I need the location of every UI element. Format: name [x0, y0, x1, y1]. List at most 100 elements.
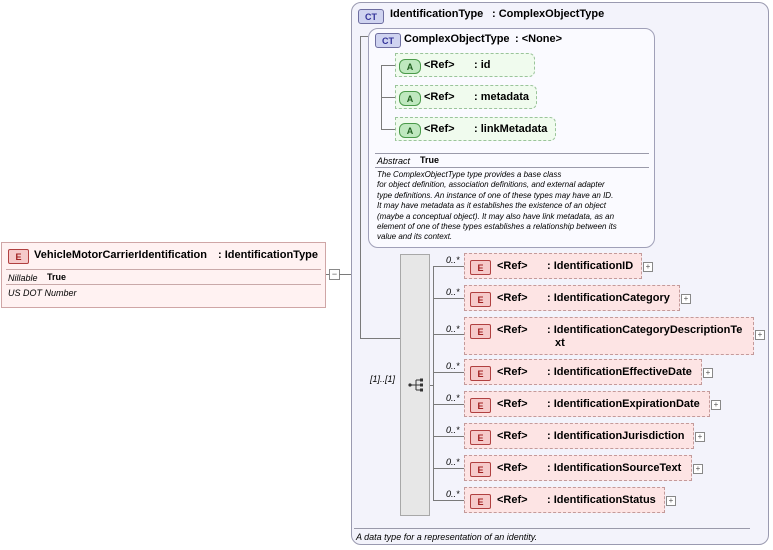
sequence-cardinality: [1]..[1]: [370, 374, 396, 384]
nillable-value: True: [47, 272, 67, 282]
element-badge-icon: E: [470, 292, 491, 307]
element-name: : IdentificationExpirationDate: [547, 398, 700, 410]
outer-type-name: IdentificationType: [390, 8, 484, 20]
element-identification-id[interactable]: E <Ref> : IdentificationID: [464, 253, 642, 279]
root-element-box[interactable]: E VehicleMotorCarrierIdentification : Id…: [1, 242, 326, 308]
complex-object-type-box: CT ComplexObjectType : <None> A <Ref> : …: [368, 28, 655, 248]
root-element-name: VehicleMotorCarrierIdentification: [34, 249, 207, 261]
element-name-wrap: xt: [555, 337, 565, 349]
element-identification-category[interactable]: E <Ref> : IdentificationCategory: [464, 285, 680, 311]
element-identification-source-text[interactable]: E <Ref> : IdentificationSourceText: [464, 455, 692, 481]
plus-icon[interactable]: +: [681, 294, 691, 304]
root-element-type: : IdentificationType: [218, 249, 319, 261]
divider: [354, 528, 750, 529]
element-badge-icon: E: [470, 260, 491, 275]
attribute-ref: <Ref>: [424, 91, 455, 103]
root-element-doc: US DOT Number: [8, 288, 77, 298]
connector-line: [433, 500, 464, 501]
outer-type-base: : ComplexObjectType: [492, 8, 605, 20]
plus-icon[interactable]: +: [666, 496, 676, 506]
element-identification-expiration-date[interactable]: E <Ref> : IdentificationExpirationDate: [464, 391, 710, 417]
element-badge-icon: E: [470, 494, 491, 509]
connector-line: [433, 404, 464, 405]
abstract-value: True: [420, 155, 440, 165]
element-cardinality: 0..*: [446, 393, 460, 403]
attribute-ref: <Ref>: [424, 123, 455, 135]
element-badge-icon: E: [8, 249, 29, 264]
element-cardinality: 0..*: [446, 287, 460, 297]
connector-line: [433, 436, 464, 437]
doc-line: for object definition, association defin…: [377, 180, 605, 190]
element-ref: <Ref>: [497, 324, 528, 336]
doc-line: The ComplexObjectType type provides a ba…: [377, 170, 562, 179]
connector-line: [360, 36, 361, 338]
connector-line: [381, 129, 395, 130]
inner-type-base: : <None>: [515, 33, 563, 45]
nillable-label: Nillable: [8, 273, 38, 283]
sequence-compositor-icon: [408, 378, 423, 392]
connector-line: [326, 274, 329, 275]
divider: [6, 269, 321, 270]
element-name: : IdentificationCategory: [547, 292, 670, 304]
connector-line: [360, 36, 368, 37]
element-identification-status[interactable]: E <Ref> : IdentificationStatus: [464, 487, 665, 513]
plus-icon[interactable]: +: [693, 464, 703, 474]
connector-line: [433, 266, 434, 501]
element-cardinality: 0..*: [446, 489, 460, 499]
connector-line: [381, 65, 395, 66]
element-identification-jurisdiction[interactable]: E <Ref> : IdentificationJurisdiction: [464, 423, 694, 449]
element-ref: <Ref>: [497, 494, 528, 506]
element-cardinality: 0..*: [446, 425, 460, 435]
element-ref: <Ref>: [497, 462, 528, 474]
plus-icon[interactable]: +: [711, 400, 721, 410]
plus-icon[interactable]: +: [755, 330, 765, 340]
attribute-link-metadata[interactable]: A <Ref> : linkMetadata: [395, 117, 556, 141]
element-identification-effective-date[interactable]: E <Ref> : IdentificationEffectiveDate: [464, 359, 702, 385]
plus-icon[interactable]: +: [643, 262, 653, 272]
element-name: : IdentificationID: [547, 260, 634, 272]
connector-line: [433, 334, 464, 335]
attribute-name: : metadata: [474, 91, 530, 103]
element-ref: <Ref>: [497, 398, 528, 410]
element-badge-icon: E: [470, 462, 491, 477]
abstract-label: Abstract: [377, 156, 411, 166]
doc-line: type definitions. An instance of one of …: [377, 190, 614, 200]
element-name: : IdentificationJurisdiction: [547, 430, 685, 442]
attribute-name: : linkMetadata: [474, 123, 548, 135]
element-name: : IdentificationStatus: [547, 494, 656, 506]
element-cardinality: 0..*: [446, 457, 460, 467]
element-name: : IdentificationEffectiveDate: [547, 366, 692, 378]
connector-line: [339, 274, 351, 275]
sequence-compositor[interactable]: [400, 254, 430, 516]
complex-type-badge-icon: CT: [358, 9, 384, 24]
doc-line: value and its context.: [377, 232, 453, 242]
outer-type-doc: A data type for a representation of an i…: [356, 532, 538, 542]
element-cardinality: 0..*: [446, 324, 460, 334]
element-name: : IdentificationSourceText: [547, 462, 682, 474]
attribute-ref: <Ref>: [424, 59, 455, 71]
attribute-badge-icon: A: [399, 91, 421, 106]
inner-type-name: ComplexObjectType: [404, 33, 510, 45]
plus-icon[interactable]: +: [703, 368, 713, 378]
element-badge-icon: E: [470, 324, 491, 339]
plus-icon[interactable]: +: [695, 432, 705, 442]
element-ref: <Ref>: [497, 260, 528, 272]
element-badge-icon: E: [470, 366, 491, 381]
element-cardinality: 0..*: [446, 361, 460, 371]
divider: [6, 284, 321, 285]
attribute-id[interactable]: A <Ref> : id: [395, 53, 535, 77]
complex-type-badge-icon: CT: [375, 33, 401, 48]
element-badge-icon: E: [470, 430, 491, 445]
element-ref: <Ref>: [497, 366, 528, 378]
attribute-metadata[interactable]: A <Ref> : metadata: [395, 85, 537, 109]
connector-line: [433, 468, 464, 469]
connector-line: [433, 266, 464, 267]
element-cardinality: 0..*: [446, 255, 460, 265]
element-ref: <Ref>: [497, 292, 528, 304]
element-identification-category-description-text[interactable]: E <Ref> : IdentificationCategoryDescript…: [464, 317, 754, 355]
connector-line: [430, 385, 433, 386]
attribute-badge-icon: A: [399, 123, 421, 138]
doc-line: (maybe a conceptual object). It may also…: [377, 211, 615, 221]
inner-type-doc: The ComplexObjectType type provides a ba…: [377, 170, 652, 243]
element-badge-icon: E: [470, 398, 491, 413]
